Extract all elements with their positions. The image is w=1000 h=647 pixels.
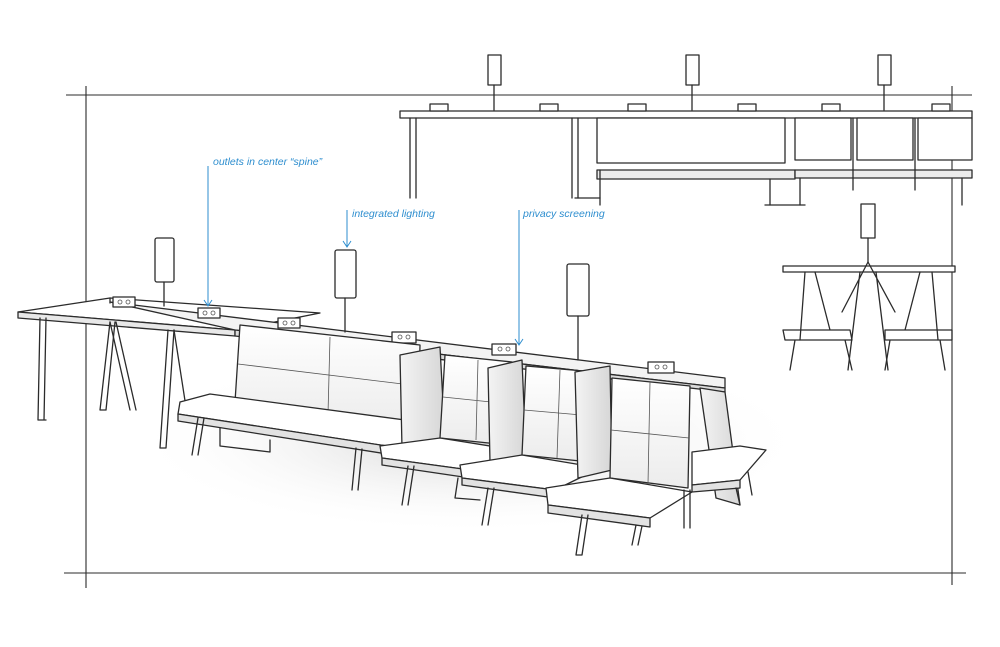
elevation-lamp-left (487, 54, 502, 111)
callout-leaders (203, 166, 524, 346)
perspective-end-bench (691, 387, 767, 506)
privacy-screen-3 (574, 365, 613, 479)
privacy-screen-1 (399, 346, 446, 449)
privacy-screen-2 (487, 359, 527, 463)
perspective-outlets (112, 296, 675, 374)
side-view (782, 203, 956, 371)
perspective-lamp-1 (154, 237, 175, 307)
sketch-frame (64, 86, 972, 588)
elevation-bench-seat (596, 169, 796, 180)
elevation-view (399, 54, 973, 206)
perspective-chair-3 (545, 377, 693, 556)
elevation-bench-back (596, 117, 786, 164)
elevation-spine (399, 110, 973, 119)
perspective-lamp-3 (566, 263, 590, 361)
perspective-bench (177, 324, 421, 491)
callout-lighting: integrated lighting (352, 208, 435, 220)
elevation-lamp-center (685, 54, 700, 111)
elevation-lamp-right (877, 54, 892, 111)
perspective-lamp-2 (334, 249, 357, 333)
callout-outlets: outlets in center “spine” (213, 156, 323, 168)
elevation-outlets (429, 103, 951, 112)
callout-privacy: privacy screening (523, 208, 605, 220)
